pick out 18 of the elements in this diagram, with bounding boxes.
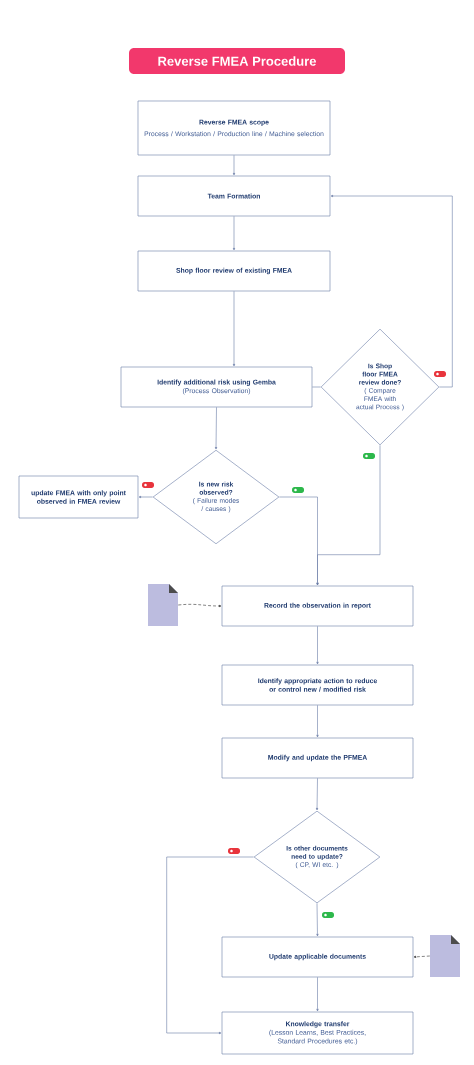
arrow [330, 194, 453, 388]
title-banner: Reverse FMEA Procedure [129, 48, 345, 74]
arrow [316, 705, 319, 738]
arrow [413, 955, 431, 958]
arrow [166, 856, 254, 1035]
arrow [214, 407, 218, 450]
arrow [316, 626, 319, 665]
arrow [177, 604, 222, 608]
arrow [232, 155, 236, 176]
document-icon [430, 935, 460, 977]
arrow [232, 291, 236, 367]
document-icon [148, 584, 178, 626]
arrow [316, 445, 381, 586]
arrow [232, 216, 236, 251]
arrow [316, 977, 319, 1012]
arrow [138, 495, 153, 499]
arrow [316, 903, 319, 937]
arrow [315, 778, 319, 811]
